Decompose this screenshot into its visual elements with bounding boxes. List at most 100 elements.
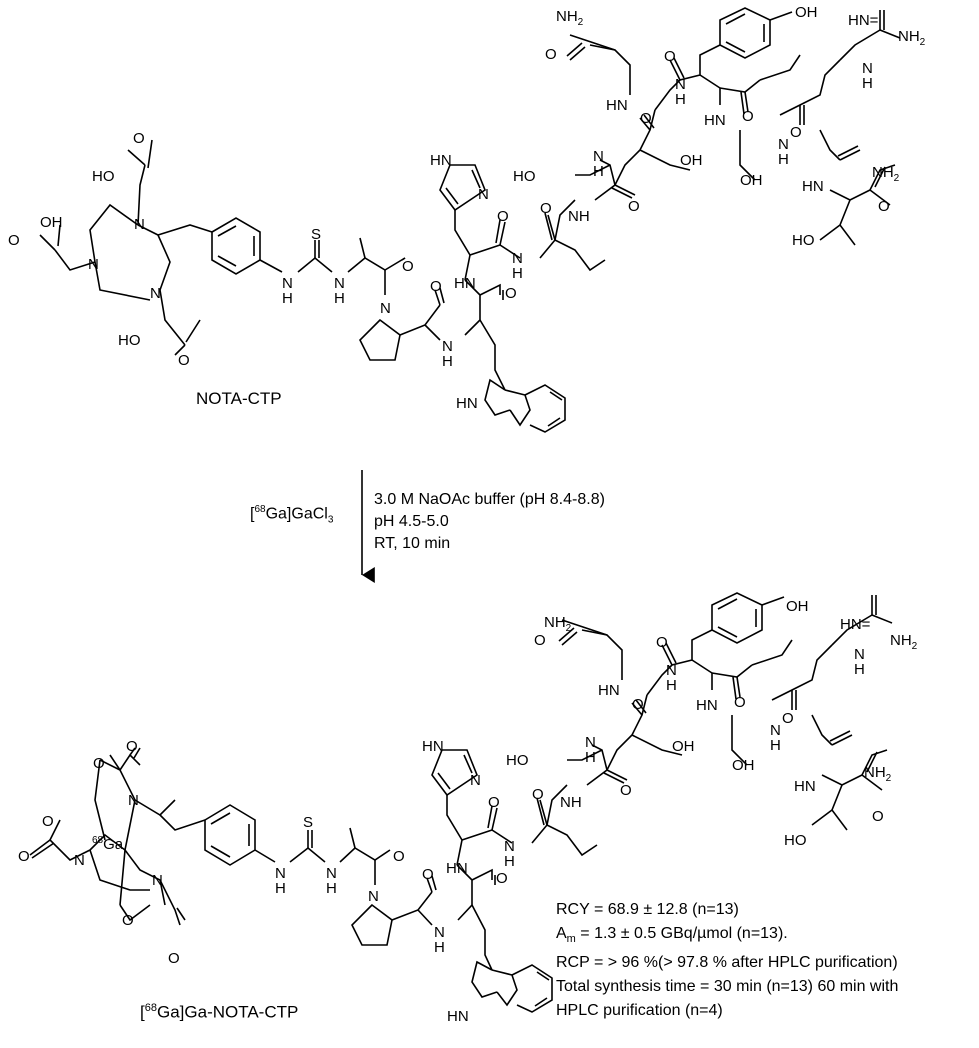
atom-label-nh: N [275,865,286,882]
atom-label-nh: N [675,76,686,93]
atom-label-h: H [854,661,865,678]
atom-label-ho: HO [792,232,815,249]
atom-label-o: O [126,738,138,755]
atom-label-hn: HN [446,860,468,877]
atom-label-o: O [168,950,180,967]
atom-label-h: H [770,737,781,754]
atom-label-hn: HN [447,1008,469,1025]
atom-label-o: O [540,200,552,217]
atom-label-nh: N [512,250,523,267]
atom-label-h: H [334,290,345,307]
atom-label-o: O [782,710,794,727]
atom-label-o: O [656,634,668,651]
atom-label-o: O [496,870,508,887]
atom-label-oh: OH [672,738,695,755]
atom-label-nh: N [442,338,453,355]
atom-label-o: O [122,912,134,929]
atom-label-o: O [422,866,434,883]
atom-label-nh: N [593,148,604,165]
atom-label-nh: NH [568,208,590,225]
atom-label-hn: HN [422,738,444,755]
atom-label-h: H [593,163,604,180]
tyrosine-ring-top [719,7,793,59]
atom-label-ho: HO [118,332,141,349]
tyrosine-ring-bottom [711,592,785,644]
condition-time: RT, 10 min [374,535,451,552]
atom-label-o: O [628,198,640,215]
atom-label-o: O [430,278,442,295]
atom-label-nh: N [770,722,781,739]
atom-label-hn: HN [606,97,628,114]
nota-macrocycle-top [39,139,213,356]
atom-label-h: H [282,290,293,307]
atom-label-nh2: NH2 [898,28,926,48]
atom-label-n: N [134,216,145,233]
atom-label-ho: HO [92,168,115,185]
atom-label-n: N [152,872,163,889]
condition-buffer: 3.0 M NaOAc buffer (pH 8.4-8.8) [374,491,605,508]
atom-label-h: H [326,880,337,897]
atom-label-o: O [664,48,676,65]
atom-label-nh: N [666,662,677,679]
atom-label-o: O [8,232,20,249]
ga-nota-complex [29,747,206,926]
atom-label-nh: NH [560,794,582,811]
ga-atom: 68Ga [92,835,124,853]
atom-label-nh: N [334,275,345,292]
atom-label-o: O [790,124,802,141]
atom-label-h: H [275,880,286,897]
atom-label-o: O [878,198,890,215]
atom-label-oh: OH [680,152,703,169]
atom-label-nh: N [282,275,293,292]
atom-label-o: O [640,110,652,127]
benzene-ring-top [211,217,283,275]
atom-label-hn: HN [704,112,726,129]
atom-label-s: S [303,814,314,831]
guanidine-bottom [831,595,893,646]
atom-label-s: S [311,226,322,243]
atom-label-n: N [478,186,489,203]
product-name: [68Ga]Ga-NOTA-CTP [140,1002,299,1022]
atom-label-n: N [368,888,379,905]
atom-label-o: O [93,755,105,772]
atom-label-ho: HO [513,168,536,185]
atom-label-hn: HN [794,778,816,795]
atom-label-o: O [393,848,405,865]
atom-label-h: H [778,151,789,168]
atom-label-hn: HN [696,697,718,714]
atom-label-hn: HN [454,275,476,292]
atom-label-hn-eq: HN= [848,12,879,29]
atom-label-nh: N [585,734,596,751]
atom-label-h: H [512,265,523,282]
atom-label-o: O [488,794,500,811]
atom-label-h: H [504,853,515,870]
atom-label-n: N [150,285,161,302]
atom-label-nh: N [326,865,337,882]
atom-label-oh: OH [40,214,63,231]
atom-label-nh2: NH2 [544,614,572,634]
atom-label-nh: N [504,838,515,855]
atom-label-o: O [18,848,30,865]
atom-label-o: O [742,108,754,125]
atom-label-hn: HN [456,395,478,412]
imidazole-ring-bottom [431,749,478,797]
atom-label-n: N [74,852,85,869]
atom-label-o: O [632,696,644,713]
atom-label-n: N [88,256,99,273]
atom-label-oh: OH [732,757,755,774]
result-rcy: RCY = 68.9 ± 12.8 (n=13) [556,901,739,918]
imidazole-ring-top [439,164,486,212]
atom-label-ho: HO [506,752,529,769]
condition-ph: pH 4.5-5.0 [374,513,449,530]
atom-label-o: O [734,694,746,711]
atom-label-h: H [862,75,873,92]
atom-label-o: O [497,208,509,225]
atom-label-n: N [128,792,139,809]
atom-label-oh: OH [795,4,818,21]
atom-label-nh: N [778,136,789,153]
atom-label-oh: OH [740,172,763,189]
reactant-name: NOTA-CTP [196,389,282,408]
atom-label-o: O [872,808,884,825]
atom-label-n: N [380,300,391,317]
peptide-backbone-bottom [289,619,888,971]
